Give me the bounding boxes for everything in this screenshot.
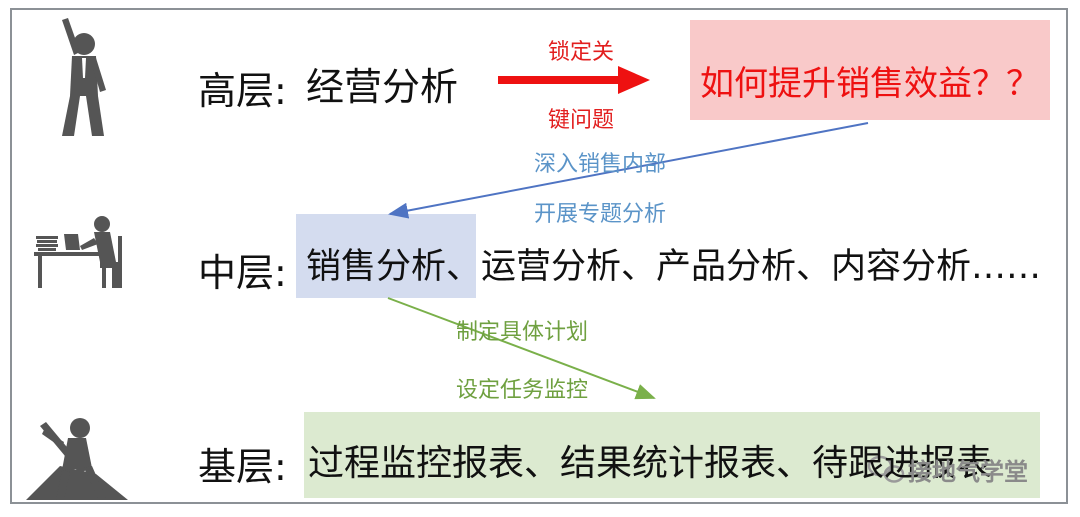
highlight-sales-analysis-box <box>296 214 476 298</box>
middle-tier-label: 中层: <box>198 251 287 295</box>
bottom-reports-box <box>304 412 1040 498</box>
green-arrow-note-line1: 制定具体计划 <box>456 320 589 345</box>
top-arrow-note-line1: 锁定关 <box>548 40 615 65</box>
digging-worker-icon <box>26 418 128 500</box>
bottom-tier-text: 过程监控报表、结果统计报表、待跟进报表 <box>308 443 993 484</box>
middle-tier-text: 销售分析、运营分析、产品分析、内容分析…… <box>306 247 1042 287</box>
green-arrow-note-line2: 设定任务监控 <box>456 378 589 403</box>
wechat-icon <box>867 455 905 483</box>
top-tier-label: 高层: <box>198 69 287 113</box>
red-arrow <box>498 66 650 94</box>
blue-arrow-note-line1: 深入销售内部 <box>534 152 667 177</box>
top-tier-text: 经营分析 <box>306 65 459 109</box>
cheering-businessman-icon <box>62 18 106 136</box>
blue-arrow <box>388 122 869 219</box>
person-at-desk-icon <box>34 216 122 288</box>
goal-box <box>690 20 1050 120</box>
watermark: 接地气学堂 <box>866 452 1028 487</box>
goal-box-text: 如何提升销售效益？？ <box>700 64 1040 104</box>
blue-arrow-note-line2: 开展专题分析 <box>534 202 667 227</box>
bottom-tier-label: 基层: <box>198 445 287 489</box>
watermark-text: 接地气学堂 <box>908 458 1028 486</box>
top-arrow-note-line2: 键问题 <box>548 108 615 133</box>
green-arrow <box>387 297 656 400</box>
